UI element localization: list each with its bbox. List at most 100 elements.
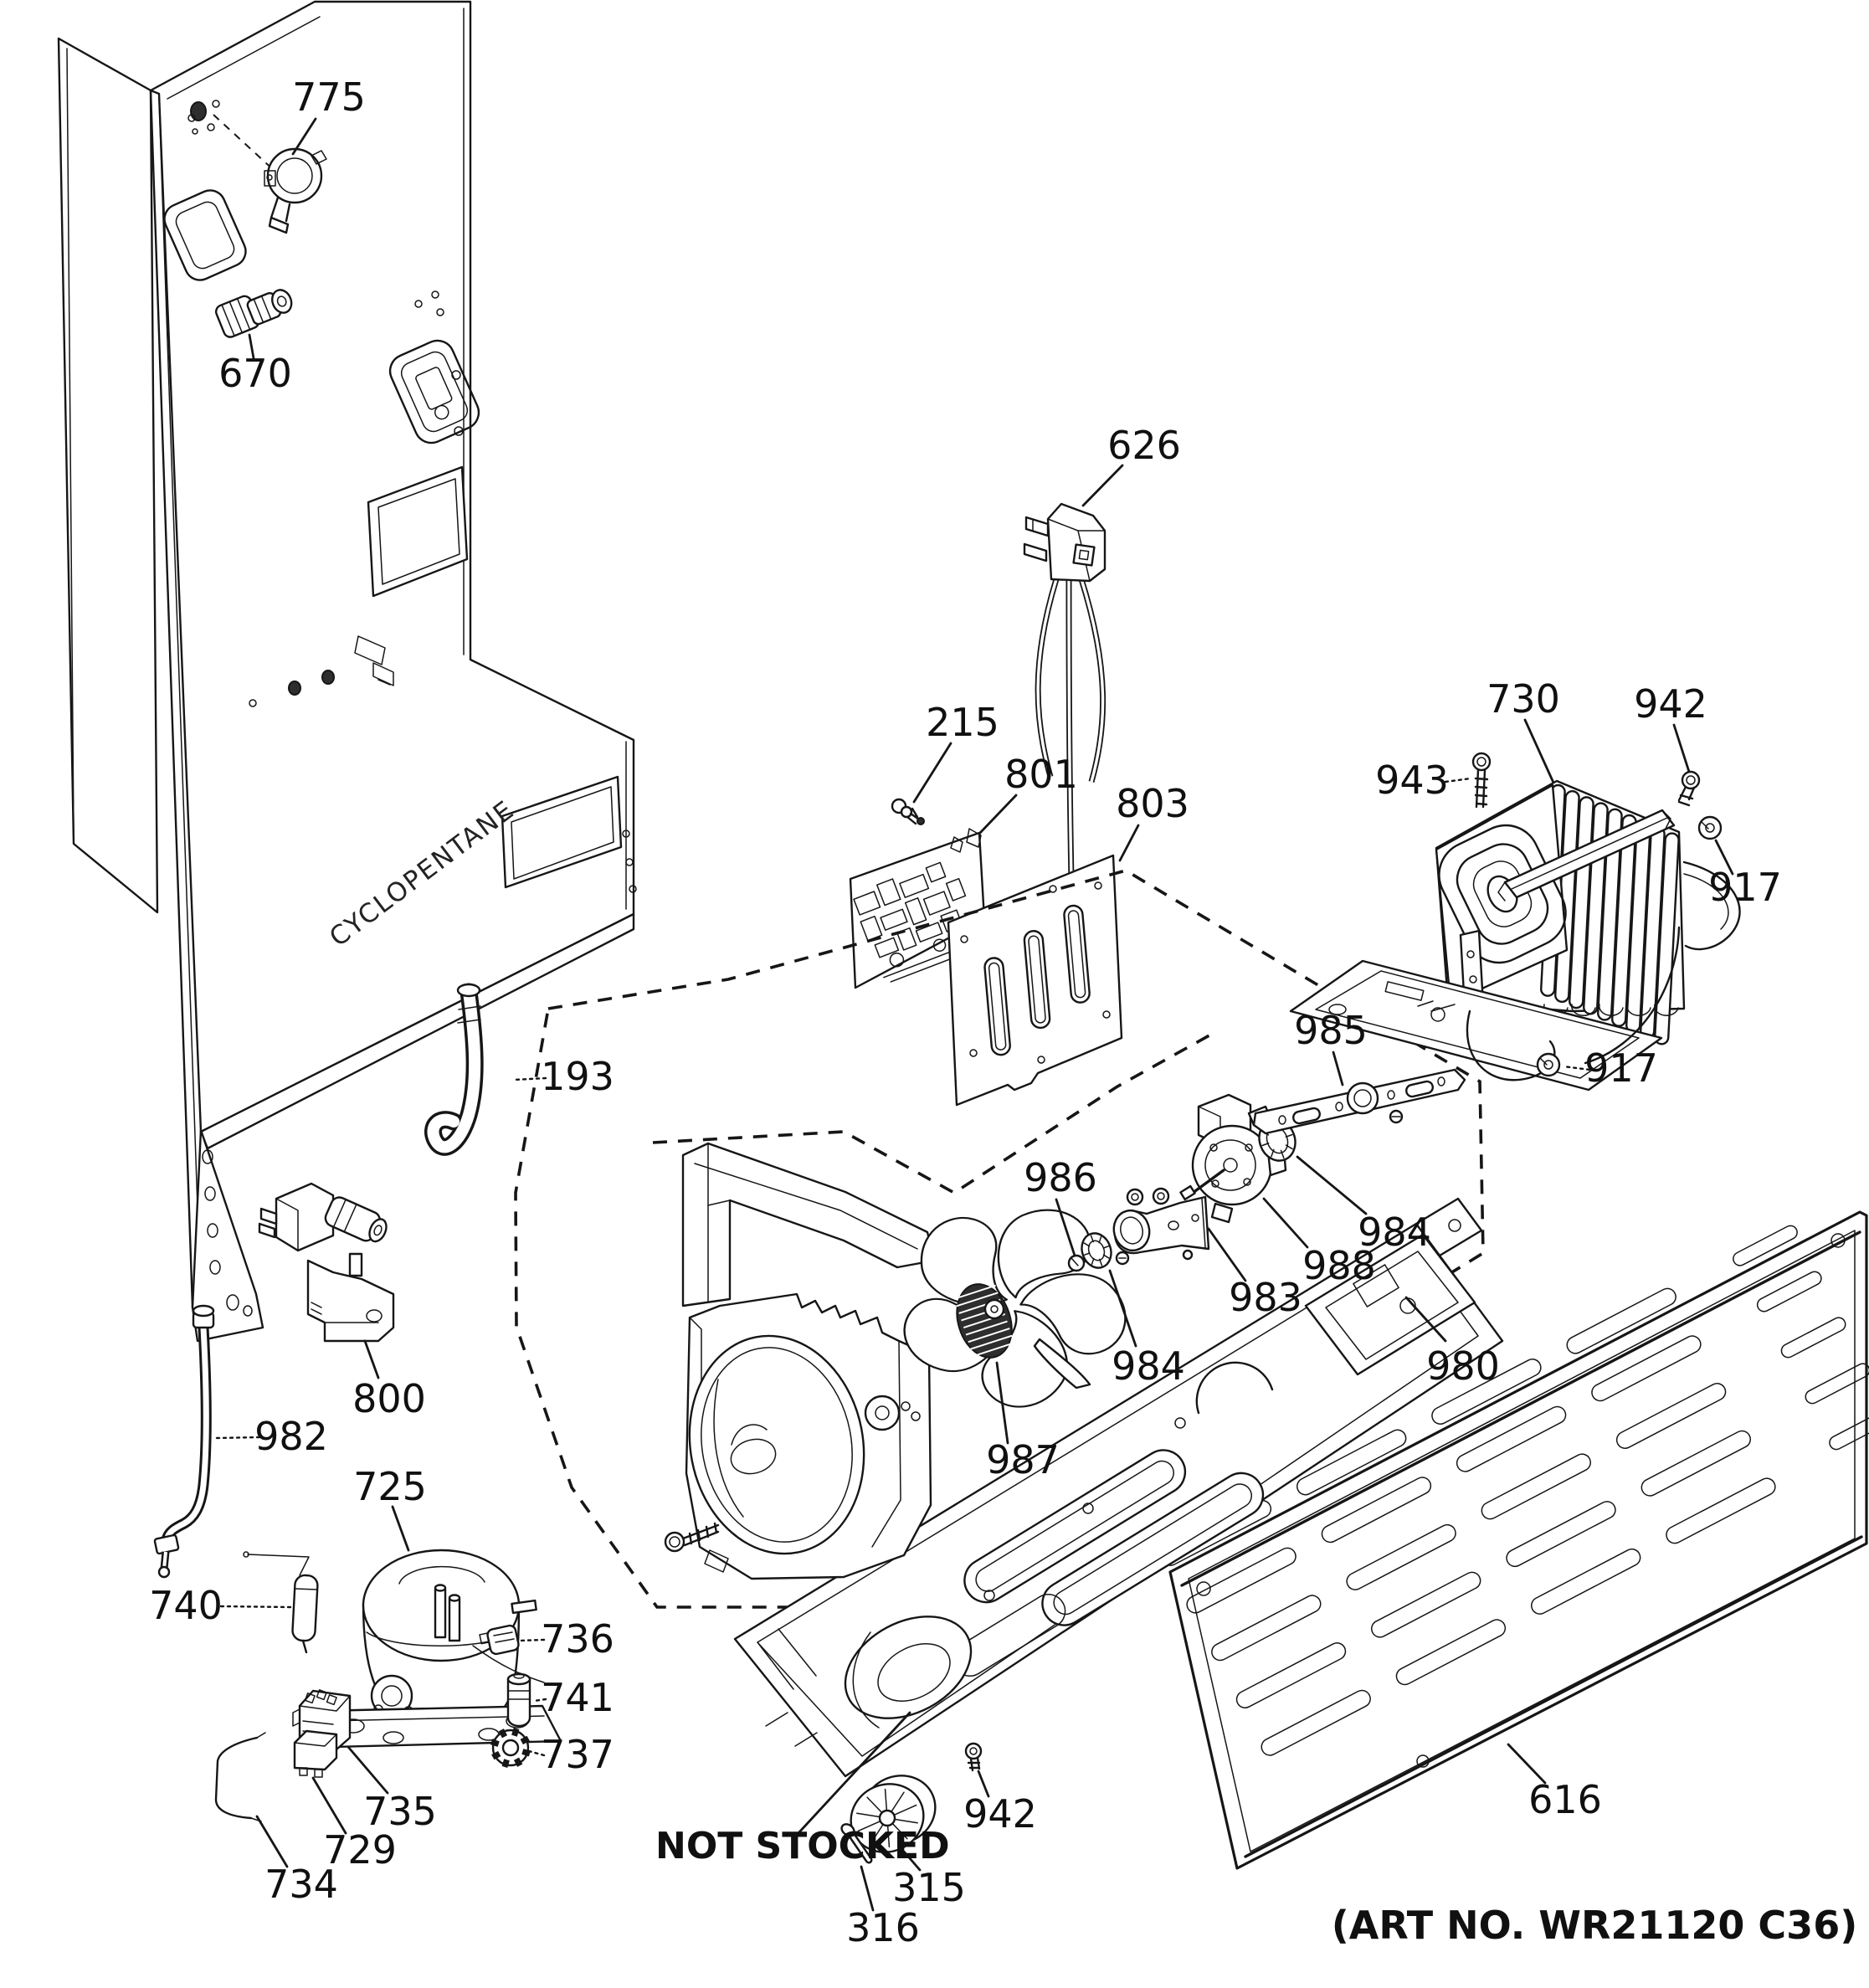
callout-condenser: 730	[1486, 676, 1560, 722]
water-valve-800	[258, 1182, 395, 1343]
grommet-917-upper	[1697, 815, 1723, 840]
motor-bearing-front-984	[1081, 1232, 1112, 1269]
leader-relay-cover	[311, 1776, 347, 1835]
callout-grommet-lower: 917	[1584, 1045, 1658, 1091]
motor-washer-2	[1152, 1187, 1170, 1205]
suction-line-clamp-775	[264, 147, 327, 234]
callout-board-cover: 803	[1116, 781, 1189, 826]
leader-board-cover	[1118, 824, 1140, 862]
refrigerator-cabinet: CYCLOPENTANE	[57, 0, 637, 1343]
condenser-730	[1289, 779, 1741, 1092]
leader-motor-bearing-front	[1108, 1269, 1137, 1348]
callout-motor-mount-bracket: 983	[1229, 1275, 1302, 1320]
leader-pressure-switch	[1081, 464, 1124, 507]
leader-condenser-screw	[1672, 723, 1691, 773]
leader-main-control-board	[978, 794, 1018, 835]
callout-filter-drier: 740	[149, 1583, 223, 1628]
callout-wheel-pin: 316	[846, 1905, 920, 1950]
water-tube-982	[153, 1304, 215, 1579]
compressor-grommet-737	[490, 1728, 531, 1768]
leader-run-capacitor	[532, 1698, 547, 1703]
motor-washer-1	[1126, 1188, 1144, 1206]
leader-condenser-fan-motor	[1262, 1197, 1309, 1249]
run-capacitor-741	[506, 1672, 531, 1728]
callout-water-tube-coupling: 670	[218, 351, 292, 396]
leader-motor-mount-bracket	[1207, 1227, 1247, 1282]
callout-pressure-switch: 626	[1107, 423, 1181, 468]
callout-relay-cover: 729	[323, 1827, 397, 1872]
callout-motor-bearing-front: 984	[1112, 1343, 1185, 1389]
callout-main-control-board: 801	[1004, 752, 1078, 797]
callout-water-valve: 800	[352, 1376, 426, 1421]
leader-motor-bearing-rear	[1296, 1155, 1368, 1215]
grommet-917-lower	[1536, 1052, 1561, 1077]
leader-filter-drier	[219, 1605, 293, 1609]
rear-grille-616	[1161, 1210, 1869, 1870]
leader-drain-hose	[512, 1076, 547, 1081]
callout-shaft-grommet: 986	[1024, 1155, 1097, 1200]
board-screw-215	[891, 798, 925, 825]
leader-water-tube	[214, 1436, 261, 1440]
leader-water-tube-coupling	[248, 333, 255, 360]
callout-rear-grille: 616	[1528, 1777, 1602, 1822]
leader-fan-motor-bracket	[1332, 1051, 1344, 1086]
callout-fan-assembly-boundary: 980	[1426, 1343, 1500, 1389]
leader-fan-assembly-boundary	[1404, 1296, 1447, 1343]
condenser-bolt-943	[1471, 752, 1492, 809]
motor-mount-bracket-983	[1112, 1195, 1210, 1266]
callout-grommet-upper: 917	[1708, 865, 1782, 910]
not-stocked-label: NOT STOCKED	[655, 1825, 950, 1867]
callout-condenser-screw: 942	[1634, 681, 1707, 727]
callout-condenser-fan-motor: 988	[1302, 1243, 1376, 1288]
callout-water-tube: 982	[254, 1414, 328, 1459]
callout-motor-bearing-rear: 984	[1358, 1210, 1431, 1255]
relay-cover-729	[293, 1729, 338, 1778]
leader-fan-blade	[995, 1361, 1009, 1445]
callout-suction-line-clamp: 775	[292, 74, 366, 120]
wheel-pin-316	[840, 1823, 873, 1864]
shaft-grommet-986	[1067, 1254, 1086, 1272]
fan-assembly-boundary-980	[514, 869, 1485, 1609]
roller-wheel-315	[850, 1775, 937, 1853]
compressor-725	[300, 1549, 562, 1749]
leader-rear-grille	[1507, 1743, 1547, 1785]
overload-protector-736	[479, 1624, 520, 1656]
handle-emboss-lower	[388, 339, 480, 444]
leader-condenser-bolt	[1444, 777, 1472, 783]
callout-overload-protector: 736	[541, 1616, 614, 1662]
drain-pan-assembly	[733, 1197, 1504, 1836]
callout-condenser-bolt: 943	[1375, 758, 1449, 803]
leader-board-screw	[912, 742, 952, 804]
leader-water-valve	[363, 1339, 380, 1379]
callout-drain-hose: 193	[541, 1054, 614, 1099]
leader-wheel-pin	[860, 1865, 875, 1912]
drain-hose-193	[424, 983, 484, 1156]
leader-grommet-lower	[1562, 1065, 1591, 1071]
callout-fan-blade: 987	[986, 1437, 1060, 1482]
leader-grommet-upper	[1714, 839, 1734, 876]
callout-board-screw: 215	[926, 700, 999, 745]
filter-drier-740	[243, 1551, 319, 1654]
callout-pan-screw: 942	[963, 1791, 1037, 1836]
leader-starter-relay	[347, 1745, 389, 1795]
callout-compressor-grommet: 737	[541, 1732, 614, 1777]
leader-shaft-grommet	[1055, 1198, 1076, 1257]
leader-condenser	[1523, 718, 1555, 784]
art-number: (ART NO. WR21120 C36)	[1332, 1903, 1857, 1948]
board-cover-803	[947, 854, 1123, 1107]
handle-emboss-upper	[163, 189, 247, 281]
callout-starter-relay: 735	[363, 1789, 437, 1834]
leader-compressor-grommet	[527, 1749, 546, 1757]
callout-roller-wheel: 315	[892, 1865, 966, 1910]
ground-wire-734	[214, 1732, 266, 1822]
shroud-bolt	[664, 1522, 720, 1553]
callout-compressor: 725	[353, 1464, 427, 1509]
leader-ground-wire	[255, 1815, 289, 1868]
leader-pan-screw	[977, 1770, 990, 1798]
pan-screw-942	[964, 1742, 983, 1772]
fan-blade-987	[903, 1209, 1127, 1408]
fan-shroud-duct	[664, 1142, 936, 1580]
